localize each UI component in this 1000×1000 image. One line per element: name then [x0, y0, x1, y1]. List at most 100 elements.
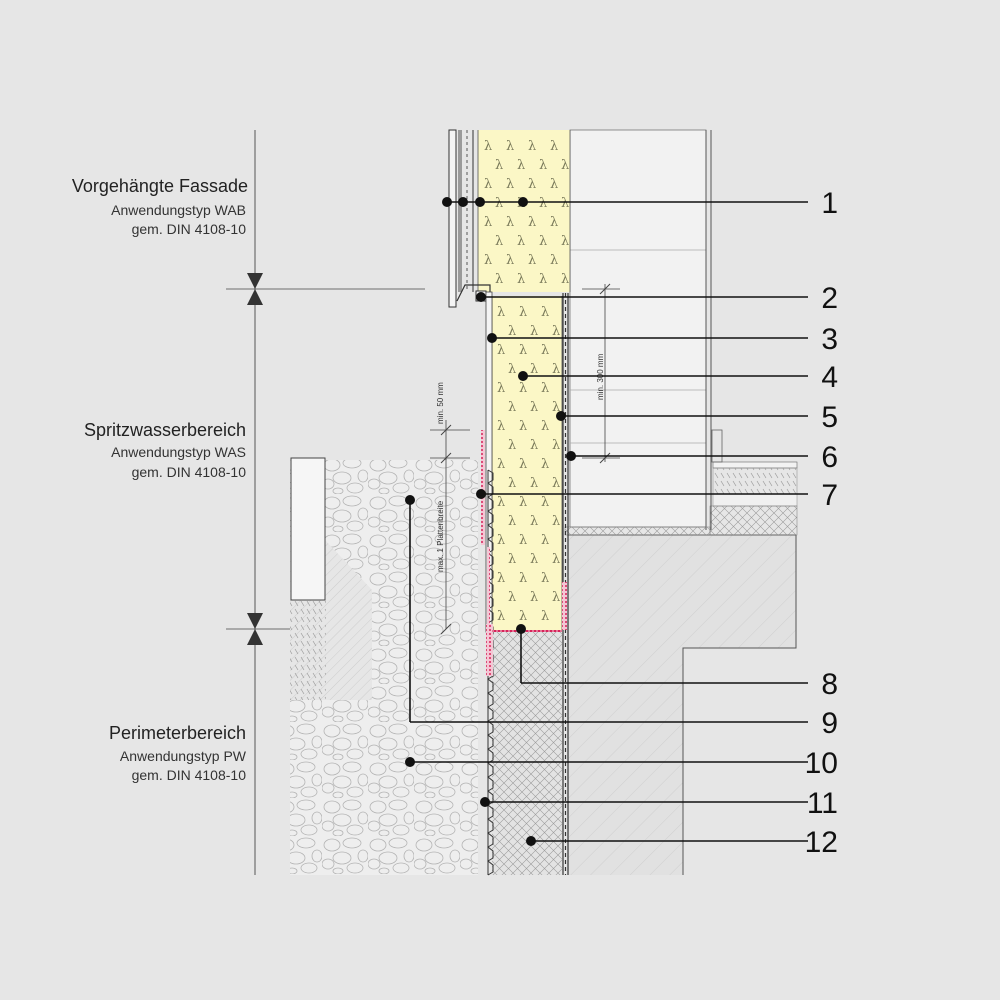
- callout-dot: [442, 197, 452, 207]
- lambda-symbol: λ: [495, 196, 503, 211]
- callout-8: 8: [516, 624, 838, 701]
- callout-7: 7: [476, 479, 838, 512]
- lambda-symbol: λ: [508, 362, 516, 377]
- lambda-symbol: λ: [541, 495, 549, 510]
- lambda-symbol: λ: [508, 590, 516, 605]
- lambda-symbol: λ: [561, 196, 569, 211]
- zone-title-perimeter: Perimeterbereich: [109, 723, 246, 743]
- lambda-symbol: λ: [528, 139, 536, 154]
- callout-number: 7: [821, 479, 838, 512]
- lambda-symbol: λ: [539, 234, 547, 249]
- lambda-symbol: λ: [561, 234, 569, 249]
- lambda-symbol: λ: [497, 609, 505, 624]
- callout-number: 2: [821, 282, 838, 315]
- callout-number: 3: [821, 323, 838, 356]
- lambda-symbol: λ: [508, 476, 516, 491]
- lambda-symbol: λ: [506, 253, 514, 268]
- lambda-symbol: λ: [541, 343, 549, 358]
- lambda-symbol: λ: [517, 158, 525, 173]
- lambda-symbol: λ: [541, 419, 549, 434]
- floor-buildup: [709, 429, 798, 536]
- callout-5: 5: [556, 401, 838, 434]
- masonry-wall-upper: [564, 129, 712, 536]
- lambda-symbol: λ: [550, 253, 558, 268]
- lambda-symbol: λ: [519, 419, 527, 434]
- lambda-symbol: λ: [552, 362, 560, 377]
- lambda-symbol: λ: [519, 457, 527, 472]
- lambda-symbol: λ: [519, 571, 527, 586]
- callout-number: 4: [821, 361, 838, 394]
- lambda-symbol: λ: [550, 139, 558, 154]
- callout-number: 9: [821, 707, 838, 740]
- zone-marker-top: [226, 273, 425, 305]
- insulation-upper: [477, 130, 571, 292]
- callout-dot: [518, 197, 528, 207]
- callout-3: 3: [487, 323, 838, 356]
- edging-stone: [290, 457, 326, 601]
- lambda-symbol: λ: [561, 272, 569, 287]
- lambda-symbol: λ: [497, 305, 505, 320]
- callout-11: 11: [480, 787, 838, 820]
- callout-dot: [516, 624, 526, 634]
- callout-dot: [518, 371, 528, 381]
- lambda-symbol: λ: [541, 305, 549, 320]
- lambda-symbol: λ: [541, 533, 549, 548]
- lambda-symbol: λ: [484, 139, 492, 154]
- lambda-symbol: λ: [552, 400, 560, 415]
- lambda-symbol: λ: [506, 139, 514, 154]
- callout-dot: [476, 292, 486, 302]
- lambda-symbol: λ: [508, 552, 516, 567]
- callout-10: 10: [405, 747, 838, 780]
- callout-number: 1: [821, 187, 838, 220]
- lambda-symbol: λ: [552, 590, 560, 605]
- lambda-symbol: λ: [508, 438, 516, 453]
- zone-type-splash: Anwendungstyp WAS: [111, 444, 246, 460]
- callout-number: 10: [805, 747, 838, 780]
- callout-dot: [526, 836, 536, 846]
- zone-title-facade: Vorgehängte Fassade: [72, 176, 248, 196]
- dim-text-min50: min. 50 mm: [436, 382, 445, 424]
- lambda-symbol: λ: [519, 609, 527, 624]
- callout-12: 12: [526, 826, 838, 859]
- dim-text-plate: max. 1 Plattenbreite: [436, 500, 445, 572]
- callout-number: 8: [821, 668, 838, 701]
- callout-6: 6: [566, 441, 838, 474]
- lambda-symbol: λ: [541, 571, 549, 586]
- lambda-symbol: λ: [484, 177, 492, 192]
- lambda-symbol: λ: [506, 215, 514, 230]
- callout-dot: [476, 489, 486, 499]
- zone-type-perimeter: Anwendungstyp PW: [120, 748, 247, 764]
- callout-dot: [405, 495, 415, 505]
- lambda-symbol: λ: [541, 457, 549, 472]
- lambda-symbol: λ: [517, 234, 525, 249]
- lambda-symbol: λ: [541, 381, 549, 396]
- zone-norm-facade: gem. DIN 4108-10: [132, 221, 247, 237]
- lambda-symbol: λ: [519, 305, 527, 320]
- lambda-symbol: λ: [530, 590, 538, 605]
- lambda-symbol: λ: [497, 533, 505, 548]
- lambda-symbol: λ: [530, 438, 538, 453]
- lambda-symbol: λ: [541, 609, 549, 624]
- lambda-symbol: λ: [552, 514, 560, 529]
- lambda-symbol: λ: [528, 253, 536, 268]
- callout-number: 12: [805, 826, 838, 859]
- lambda-symbol: λ: [530, 476, 538, 491]
- lambda-symbol: λ: [530, 400, 538, 415]
- lambda-symbol: λ: [552, 552, 560, 567]
- zone-title-splash: Spritzwasserbereich: [84, 420, 246, 440]
- lambda-symbol: λ: [495, 158, 503, 173]
- callout-1: 1: [442, 187, 838, 220]
- callout-dot: [566, 451, 576, 461]
- callout-number: 5: [821, 401, 838, 434]
- lambda-symbol: λ: [561, 158, 569, 173]
- lambda-symbol: λ: [519, 533, 527, 548]
- zone-norm-perimeter: gem. DIN 4108-10: [132, 767, 247, 783]
- callout-dot: [405, 757, 415, 767]
- lambda-symbol: λ: [539, 196, 547, 211]
- lambda-symbol: λ: [530, 514, 538, 529]
- callout-2: 2: [476, 282, 838, 315]
- lambda-symbol: λ: [528, 215, 536, 230]
